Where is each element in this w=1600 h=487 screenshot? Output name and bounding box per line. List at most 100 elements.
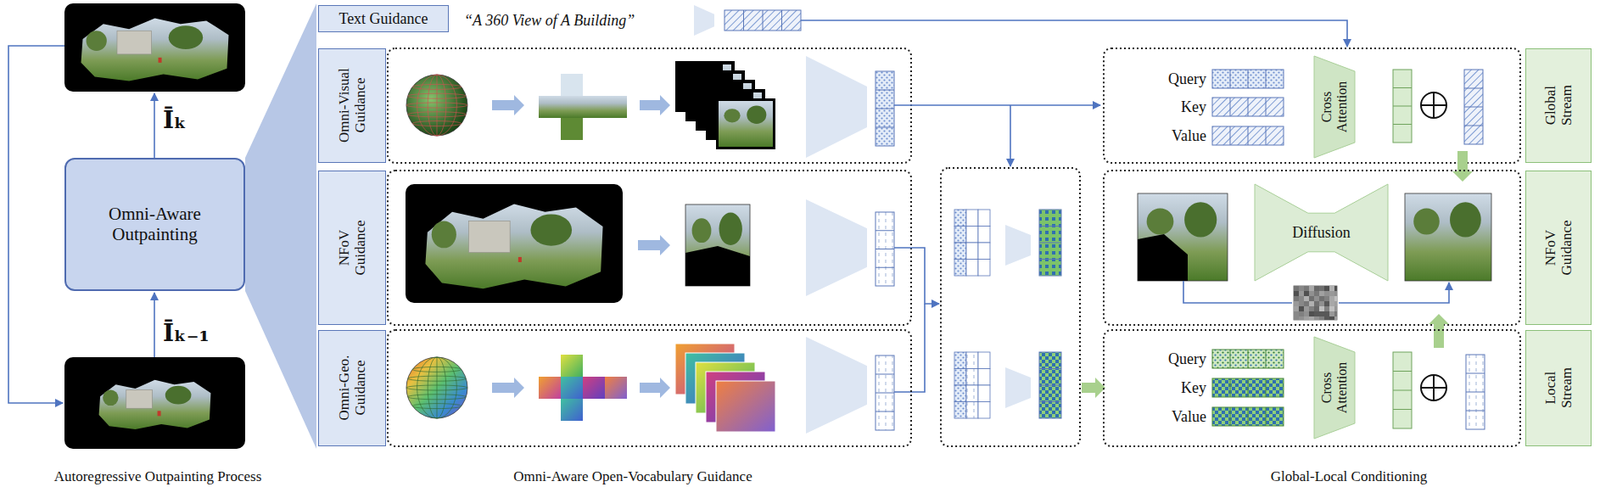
stream-tag: Global Stream — [1525, 48, 1592, 163]
token-cell — [966, 369, 979, 387]
block-arrow — [492, 377, 525, 398]
token-cell — [978, 369, 991, 387]
noise-cell — [1309, 290, 1315, 297]
sphere-grid — [427, 357, 447, 419]
dotted-panel — [387, 330, 912, 447]
masked-region — [1137, 234, 1188, 281]
sum-symbol — [1420, 92, 1447, 118]
token-divider — [1039, 368, 1062, 370]
hydrant — [158, 57, 163, 63]
tree — [102, 389, 118, 406]
noise-cell — [1329, 296, 1335, 302]
tree — [530, 213, 572, 246]
wire — [800, 20, 1348, 47]
guidance-tag: Text Guidance — [318, 5, 449, 33]
sphere-grid — [408, 375, 467, 381]
noise-cell — [1314, 301, 1320, 307]
token-strip — [1212, 378, 1284, 398]
token-strip — [1212, 69, 1284, 89]
sphere-grid — [427, 74, 447, 136]
block-arrow — [1452, 151, 1473, 182]
text-label: Global-Local Conditioning — [1270, 468, 1428, 486]
text-label: Īₖ — [162, 106, 187, 135]
cube-face — [538, 95, 561, 118]
token-divider — [1039, 225, 1062, 227]
noise-cell — [1319, 290, 1325, 297]
token-divider — [743, 10, 745, 31]
token-cell — [966, 242, 979, 260]
token-divider — [1230, 378, 1231, 398]
block-arrow — [492, 95, 525, 116]
token-divider — [875, 108, 895, 110]
token-divider — [1393, 123, 1412, 125]
building — [126, 389, 153, 409]
token-divider — [875, 392, 895, 394]
token-divider — [1464, 106, 1483, 108]
token-divider — [1247, 407, 1249, 426]
token-divider — [875, 248, 895, 250]
tree — [1184, 201, 1217, 237]
tree — [723, 108, 740, 123]
diffusion-block: Diffusion — [1254, 184, 1388, 281]
noise-cell — [1309, 306, 1315, 312]
zoom-highlight — [245, 3, 317, 449]
node-outline — [1314, 55, 1355, 158]
tree — [692, 218, 712, 243]
noise-cell — [1324, 316, 1330, 320]
noise-cell — [1319, 306, 1325, 312]
guidance-tag: Omni-Visual Guidance — [318, 48, 387, 163]
token-strip — [1039, 209, 1062, 276]
panorama-region — [99, 380, 212, 430]
noise-cell — [1314, 285, 1320, 291]
sphere — [406, 357, 468, 419]
text-label: Value — [1171, 127, 1207, 146]
stream-tag: NFoV Guidance — [1525, 170, 1592, 325]
text-label: Key — [1180, 379, 1207, 398]
token-divider — [1230, 69, 1231, 89]
token-divider — [781, 10, 783, 31]
node-label: Omni-Geo. Guidance — [335, 350, 369, 427]
token-strip — [1464, 69, 1483, 145]
sphere-grid — [408, 111, 467, 118]
wire — [153, 292, 156, 358]
sphere-grid — [408, 394, 467, 400]
cube-face — [560, 398, 583, 421]
noise-image — [1293, 285, 1338, 320]
noise-cell — [1319, 285, 1325, 291]
noise-cell — [1309, 296, 1315, 302]
attention-block: Cross Attention — [1314, 336, 1355, 439]
node-label: Diffusion — [1292, 223, 1351, 241]
noise-cell — [1314, 296, 1320, 302]
noise-cell — [1309, 316, 1315, 320]
stream-tag: Local Stream — [1525, 330, 1592, 447]
noise-cell — [1293, 316, 1299, 320]
noise-cell — [1303, 306, 1310, 312]
node-label: Text Guidance — [338, 10, 428, 28]
scene-image — [1137, 193, 1228, 281]
encoder — [805, 199, 868, 297]
tree — [431, 220, 457, 248]
token-divider — [1039, 242, 1062, 244]
token-strip — [1465, 354, 1485, 430]
noise-cell — [1319, 311, 1325, 317]
noise-cell — [1309, 301, 1315, 307]
token-strip — [875, 71, 895, 146]
noise-cell — [1314, 290, 1320, 297]
token-divider — [1464, 125, 1483, 127]
token-cell — [954, 209, 967, 227]
token-strip — [1393, 69, 1412, 143]
noise-cell — [1324, 285, 1330, 291]
node-label: Local Stream — [1542, 358, 1575, 419]
node-label: Global Stream — [1542, 76, 1575, 136]
tree — [1146, 208, 1175, 235]
noise-cell — [1334, 296, 1338, 302]
token-cell — [966, 402, 979, 420]
tree — [719, 212, 743, 246]
noise-cell — [1298, 306, 1304, 312]
token-strip — [875, 212, 895, 286]
sum-symbol — [1432, 92, 1435, 118]
tree — [86, 30, 107, 51]
noise-cell — [1293, 306, 1299, 312]
token-divider — [1465, 410, 1485, 412]
